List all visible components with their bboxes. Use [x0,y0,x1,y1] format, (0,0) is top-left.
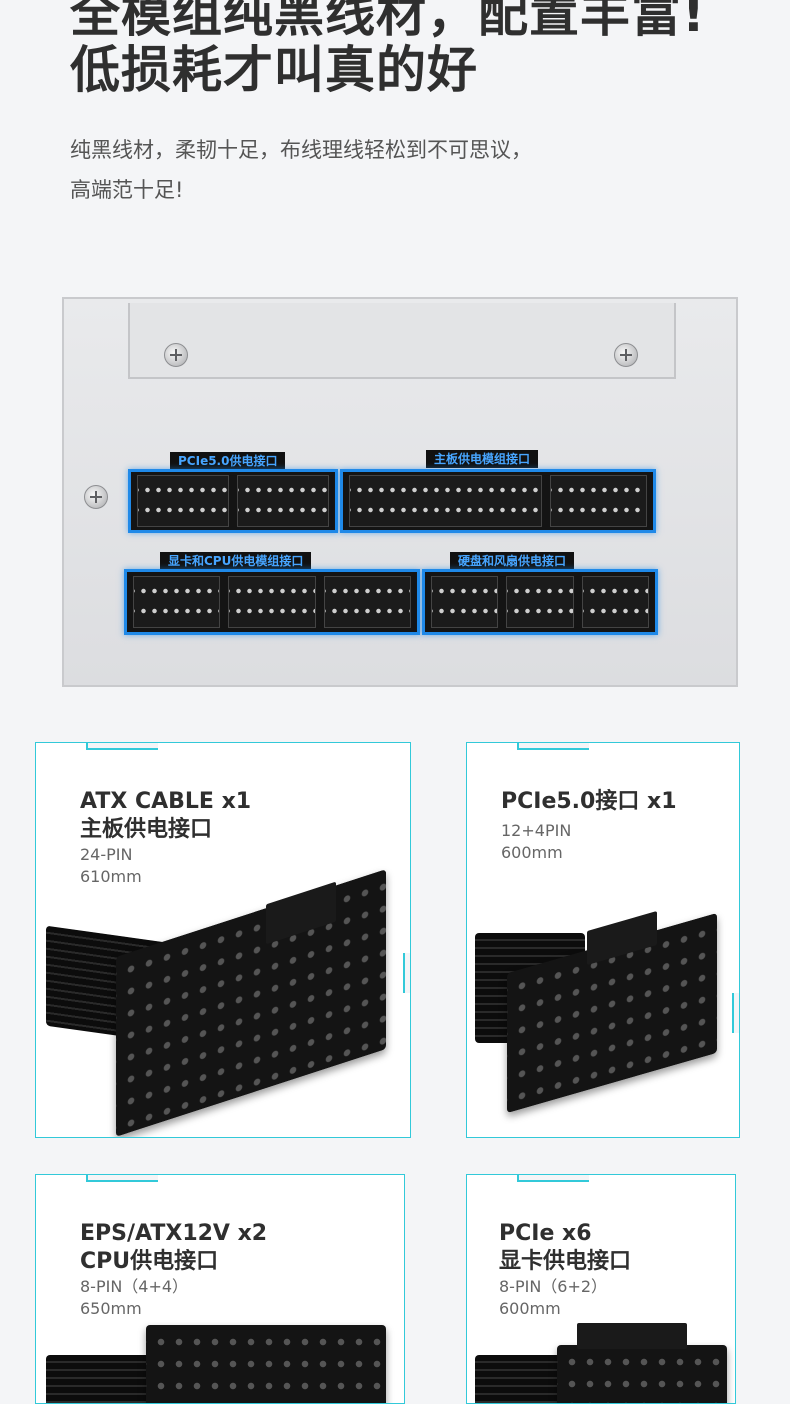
cable-card-pcie: PCIe x6 显卡供电接口 8-PIN（6+2） 600mm [466,1174,736,1404]
card-edge-tick [732,993,739,1033]
port-socket [323,576,411,628]
headline-line-2: 低损耗才叫真的好 [70,41,478,99]
psu-top-flap [128,303,676,379]
cable-title: PCIe5.0接口 x1 [501,789,677,814]
description-line-2: 高端范十足! [70,178,184,202]
card-notch [517,1175,589,1182]
eps-connector-image [146,1325,386,1403]
cable-length: 600mm [501,843,563,862]
cable-spec: 24-PIN [80,845,133,864]
card-notch [517,743,589,750]
cable-title: PCIe x6 [499,1221,592,1246]
cable-length: 600mm [499,1299,561,1318]
headline: 全模组纯黑线材，配置丰富! 低损耗才叫真的好 [70,0,706,98]
port-socket [133,576,221,628]
port-socket [581,576,649,628]
gpu-cpu-port-group [124,569,420,635]
connector-latch [577,1323,687,1349]
gpu-cpu-port-label: 显卡和CPU供电模组接口 [160,552,312,570]
disk-fan-port-label: 硬盘和风扇供电接口 [450,552,575,570]
cable-length: 610mm [80,867,142,886]
description-line-1: 纯黑线材，柔韧十足，布线理线轻松到不可思议， [70,138,532,162]
cable-name: CPU供电接口 [80,1249,219,1274]
port-socket [506,576,574,628]
cable-title: ATX CABLE x1 [80,789,252,814]
cable-name: 显卡供电接口 [499,1249,632,1274]
disk-fan-port-group [422,569,658,635]
cable-card-pcie5: PCIe5.0接口 x1 12+4PIN 600mm [466,742,740,1138]
card-notch [86,743,158,750]
card-notch [86,1175,158,1182]
card-edge-tick [403,953,410,993]
psu-modular-panel: PCIe5.0供电接口 主板供电模组接口 显卡和CPU供电模组接口 硬盘和风扇供… [62,297,738,687]
cable-spec: 8-PIN（6+2） [499,1277,608,1296]
screw-icon [84,485,108,509]
cable-card-atx: ATX CABLE x1 主板供电接口 24-PIN 610mm [35,742,411,1138]
port-socket [349,475,542,527]
cable-name: 主板供电接口 [80,817,213,842]
pcie5-port-label: PCIe5.0供电接口 [170,452,286,470]
port-socket [228,576,316,628]
pcie5-port-group [128,469,338,533]
cable-spec: 8-PIN（4+4） [80,1277,189,1296]
cable-length: 650mm [80,1299,142,1318]
port-socket [431,576,499,628]
screw-icon [164,343,188,367]
port-socket [549,475,647,527]
cable-title: EPS/ATX12V x2 [80,1221,268,1246]
screw-icon [614,343,638,367]
cable-spec: 12+4PIN [501,821,572,840]
motherboard-port-group [340,469,656,533]
cable-card-eps: EPS/ATX12V x2 CPU供电接口 8-PIN（4+4） 650mm [35,1174,405,1404]
motherboard-port-label: 主板供电模组接口 [426,450,539,468]
description: 纯黑线材，柔韧十足，布线理线轻松到不可思议， 高端范十足! [70,130,532,210]
pcie-connector-image [557,1345,727,1403]
port-socket [137,475,229,527]
headline-line-1: 全模组纯黑线材，配置丰富! [70,0,706,43]
port-socket [237,475,329,527]
atx-connector-image [116,869,386,1137]
